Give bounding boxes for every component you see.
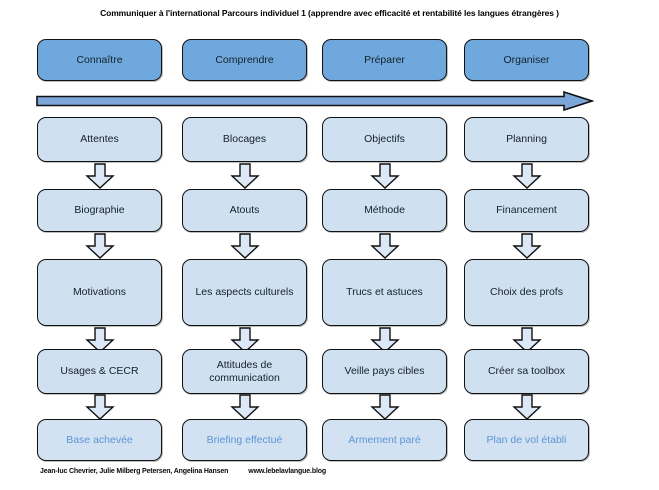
arrow-down-icon-2-2 (370, 233, 400, 259)
step-box-3-0[interactable]: Planning (464, 117, 589, 162)
result-box-0-label: Base achevée (66, 433, 133, 446)
page-title: Communiquer à l'international Parcours i… (100, 8, 559, 18)
arrow-down-icon-1-2 (230, 233, 260, 259)
arrow-down-icon-1-1 (230, 163, 260, 189)
step-box-0-1-label: Biographie (74, 204, 125, 217)
arrow-down-icon-2-1 (370, 163, 400, 189)
step-box-0-3-label: Usages & CECR (60, 365, 139, 378)
step-box-1-3[interactable]: Attitudes de communication (182, 349, 307, 394)
step-box-2-0-label: Objectifs (364, 133, 405, 146)
result-box-1-label: Briefing effectué (206, 433, 283, 446)
arrow-down-icon-0-2 (85, 233, 115, 259)
column-header-1[interactable]: Comprendre (182, 39, 307, 81)
arrow-down-icon-3-4 (512, 394, 542, 420)
step-box-3-3[interactable]: Créer sa toolbox (464, 349, 589, 394)
step-box-2-1-label: Méthode (364, 204, 405, 217)
step-box-1-0[interactable]: Blocages (182, 117, 307, 162)
column-header-3[interactable]: Organiser (464, 39, 589, 81)
step-box-0-0-label: Attentes (80, 133, 119, 146)
step-box-3-3-label: Créer sa toolbox (487, 365, 566, 378)
arrow-down-icon-3-3 (512, 327, 542, 353)
result-box-2[interactable]: Armement paré (322, 419, 447, 461)
arrow-down-icon-0-1 (85, 163, 115, 189)
footer-url[interactable]: www.lebelavlangue.blog (248, 468, 327, 475)
column-header-2[interactable]: Préparer (322, 39, 447, 81)
arrow-down-icon-3-2 (512, 233, 542, 259)
result-box-3[interactable]: Plan de vol établi (464, 419, 589, 461)
result-box-2-label: Armement paré (348, 433, 421, 446)
column-header-2-label: Préparer (364, 53, 405, 66)
footer-authors: Jean-luc Chevrier, Julie Milberg Peterse… (40, 468, 229, 475)
step-box-2-2[interactable]: Trucs et astuces (322, 259, 447, 326)
step-box-0-3[interactable]: Usages & CECR (37, 349, 162, 394)
step-box-2-2-label: Trucs et astuces (346, 286, 423, 299)
step-box-3-1[interactable]: Financement (464, 189, 589, 232)
step-box-1-0-label: Blocages (222, 133, 267, 146)
step-box-1-1-label: Atouts (229, 204, 260, 217)
arrow-down-icon-2-3 (370, 327, 400, 353)
arrow-down-icon-3-1 (512, 163, 542, 189)
column-header-0[interactable]: Connaître (37, 39, 162, 81)
column-header-3-label: Organiser (503, 53, 550, 66)
step-box-0-0[interactable]: Attentes (37, 117, 162, 162)
step-box-2-3[interactable]: Veille pays cibles (322, 349, 447, 394)
step-box-0-2[interactable]: Motivations (37, 259, 162, 326)
step-box-1-1[interactable]: Atouts (182, 189, 307, 232)
step-box-2-0[interactable]: Objectifs (322, 117, 447, 162)
column-header-0-label: Connaître (76, 53, 123, 66)
arrow-down-icon-0-4 (85, 394, 115, 420)
result-box-3-label: Plan de vol établi (486, 433, 567, 446)
step-box-1-2[interactable]: Les aspects culturels (182, 259, 307, 326)
step-box-0-1[interactable]: Biographie (37, 189, 162, 232)
result-box-0[interactable]: Base achevée (37, 419, 162, 461)
step-box-1-2-label: Les aspects culturels (195, 286, 294, 299)
step-box-2-3-label: Veille pays cibles (344, 365, 425, 378)
step-box-3-2[interactable]: Choix des profs (464, 259, 589, 326)
arrow-down-icon-1-4 (230, 394, 260, 420)
progress-arrow-right-icon (36, 90, 595, 112)
step-box-3-1-label: Financement (496, 204, 557, 217)
arrow-down-icon-1-3 (230, 327, 260, 353)
step-box-3-0-label: Planning (506, 133, 547, 146)
step-box-3-2-label: Choix des profs (490, 286, 563, 299)
arrow-down-icon-0-3 (85, 327, 115, 353)
arrow-down-icon-2-4 (370, 394, 400, 420)
result-box-1[interactable]: Briefing effectué (182, 419, 307, 461)
step-box-1-3-label: Attitudes de communication (209, 359, 280, 384)
column-header-1-label: Comprendre (215, 53, 274, 66)
step-box-2-1[interactable]: Méthode (322, 189, 447, 232)
step-box-0-2-label: Motivations (72, 286, 127, 299)
footer-credits: Jean-luc Chevrier, Julie Milberg Peterse… (40, 468, 326, 475)
